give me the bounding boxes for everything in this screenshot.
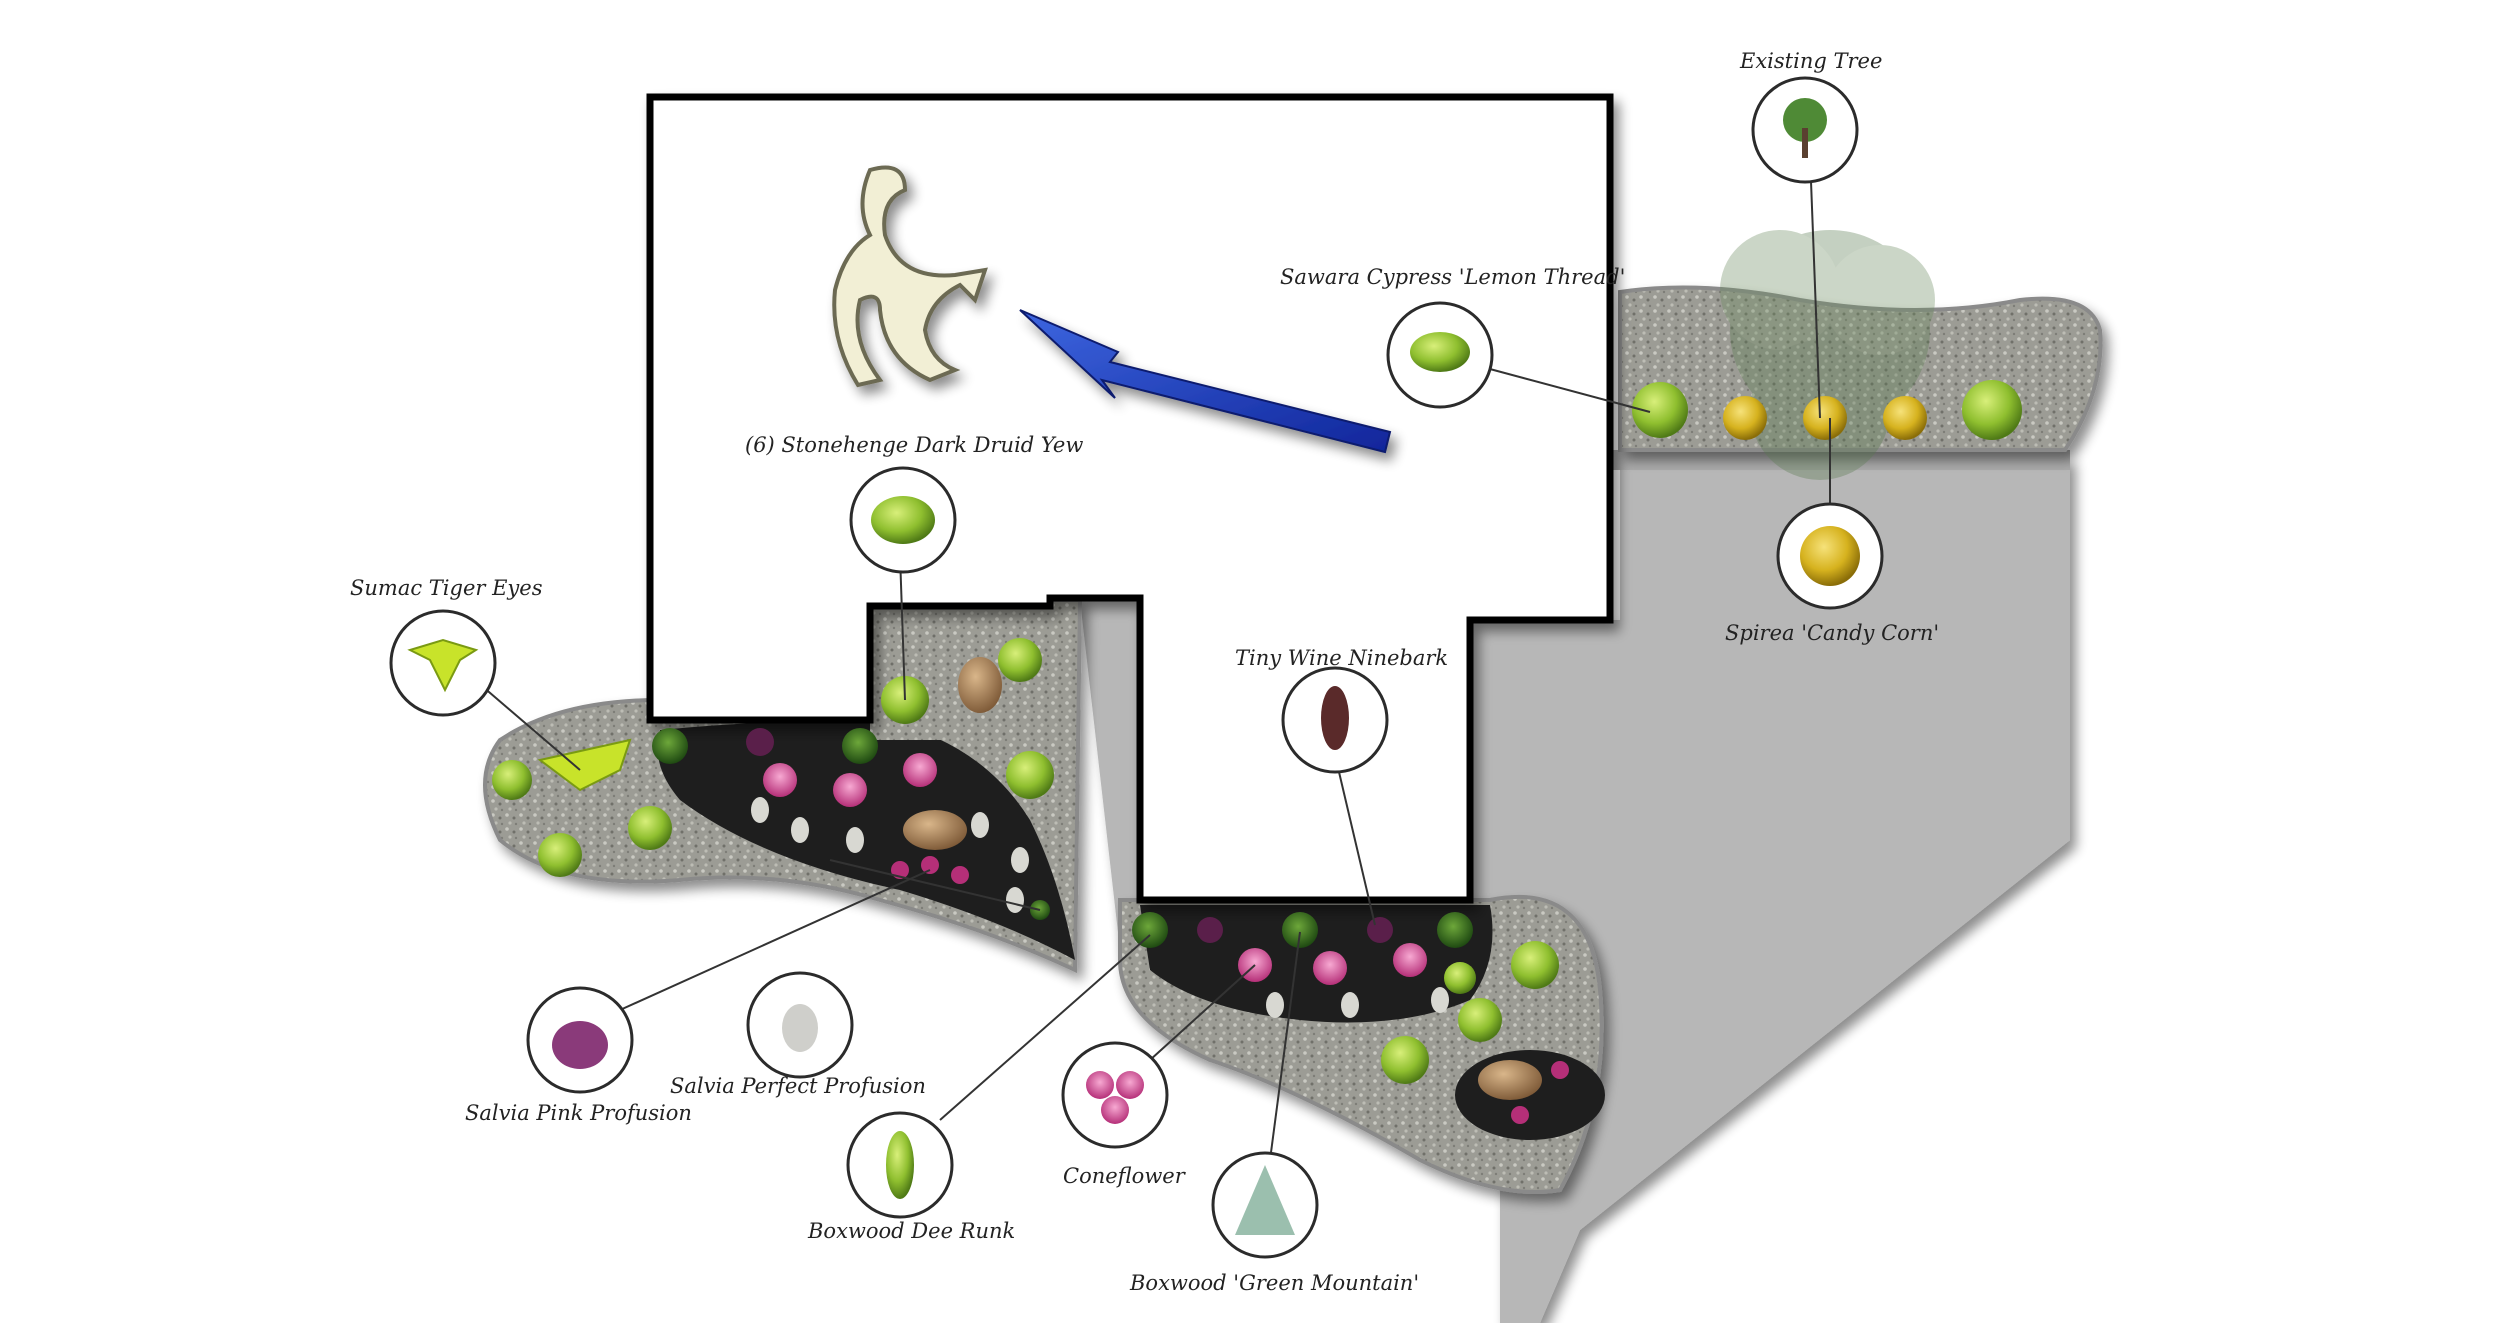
badge-spirea [1776,502,1884,610]
label-druid-yew: (6) Stonehenge Dark Druid Yew [745,433,1083,457]
label-ninebark: Tiny Wine Ninebark [1235,646,1448,670]
driveway-upper-strip [1610,450,2070,470]
label-sumac: Sumac Tiger Eyes [350,576,543,600]
badge-sumac [389,609,497,717]
badge-druid-yew [849,466,957,574]
badge-boxwood-green [1211,1151,1319,1259]
bed-right-plants [1632,380,2022,440]
north-direction-arrow [1019,309,1392,454]
badge-salvia-perfect [746,971,854,1079]
north-arrow-symbol [832,165,988,388]
label-sawara-cypress: Sawara Cypress 'Lemon Thread' [1280,265,1625,289]
badge-sawara-cypress [1386,301,1494,409]
bed-left-mulch [657,720,1075,960]
label-existing-tree: Existing Tree [1739,49,1882,73]
label-coneflower: Coneflower [1063,1164,1187,1188]
label-salvia-pink: Salvia Pink Profusion [465,1101,692,1125]
label-salvia-perfect: Salvia Perfect Profusion [670,1074,926,1098]
leader-lines [474,154,1831,1161]
label-spirea: Spirea 'Candy Corn' [1725,621,1939,645]
bed-middle-plants [1132,912,1569,1124]
label-boxwood-dee: Boxwood Dee Runk [807,1219,1015,1243]
badge-boxwood-dee [846,1111,954,1219]
badge-existing-tree [1751,76,1859,184]
plant-labels: Existing Tree Sawara Cypress 'Lemon Thre… [350,49,1939,1295]
bed-left-plants [492,638,1054,920]
label-boxwood-green: Boxwood 'Green Mountain' [1129,1271,1419,1295]
badge-salvia-pink [526,986,634,1094]
driveway [1060,455,2070,1323]
badge-coneflower [1061,1041,1169,1149]
badge-ninebark [1281,666,1389,774]
